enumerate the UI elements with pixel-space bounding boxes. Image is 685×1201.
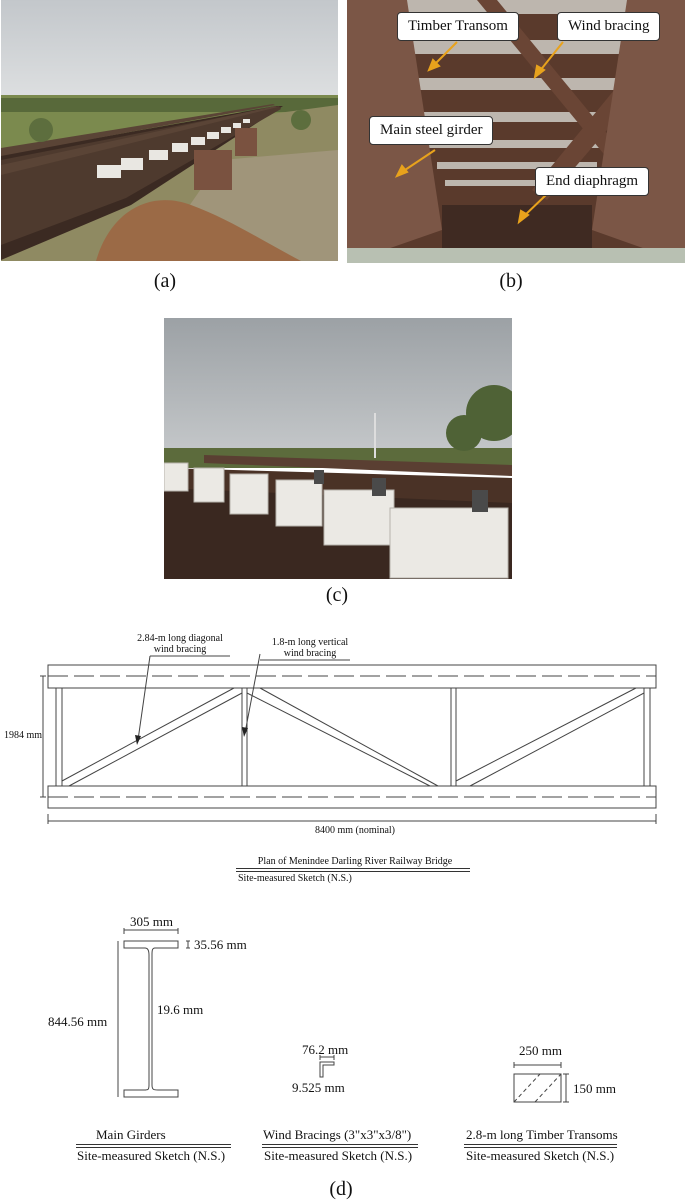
girder-title-underline bbox=[76, 1144, 231, 1148]
transom-width: 250 mm bbox=[519, 1043, 562, 1058]
transom-subtitle: Site-measured Sketch (N.S.) bbox=[466, 1148, 615, 1163]
callout-end-diaphragm: End diaphragm bbox=[535, 167, 650, 196]
transom-title-underline bbox=[464, 1144, 617, 1148]
girder-flange-thickness: 35.56 mm bbox=[194, 937, 247, 952]
transom-height: 150 mm bbox=[573, 1081, 616, 1096]
caption-d: (d) bbox=[329, 1178, 353, 1200]
callout-main-girder: Main steel girder bbox=[369, 116, 494, 145]
photo-b-underside: Timber Transom Wind bracing Main steel g… bbox=[347, 0, 685, 263]
girder-title: Main Girders bbox=[96, 1127, 166, 1142]
plan-subtitle: Site-measured Sketch (N.S.) bbox=[238, 873, 352, 884]
caption-a: (a) bbox=[153, 270, 177, 292]
girder-flange-width: 305 mm bbox=[130, 914, 173, 929]
bracing-subtitle: Site-measured Sketch (N.S.) bbox=[264, 1148, 413, 1163]
photo-c-deck-sleepers bbox=[164, 318, 512, 579]
bracing-leg: 76.2 mm bbox=[302, 1042, 349, 1057]
caption-c: (c) bbox=[325, 584, 349, 606]
dim-length: 8400 mm (nominal) bbox=[315, 825, 395, 836]
callout-timber-transom: Timber Transom bbox=[397, 12, 519, 41]
bracing-title-underline bbox=[262, 1144, 418, 1148]
bracing-title: Wind Bracings (3"x3"x3/8") bbox=[263, 1127, 412, 1142]
plan-title: Plan of Menindee Darling River Railway B… bbox=[257, 856, 453, 867]
girder-depth: 844.56 mm bbox=[48, 1014, 108, 1029]
bracing-thickness: 9.525 mm bbox=[292, 1080, 345, 1095]
caption-b: (b) bbox=[499, 270, 523, 292]
girder-web-thickness: 19.6 mm bbox=[157, 1002, 204, 1017]
transom-title: 2.8-m long Timber Transoms bbox=[466, 1127, 618, 1142]
girder-subtitle: Site-measured Sketch (N.S.) bbox=[77, 1148, 226, 1163]
dim-height: 1984 mm bbox=[4, 730, 43, 741]
photo-a-bridge-overview bbox=[1, 0, 338, 261]
plan-title-underline bbox=[236, 868, 470, 872]
callout-wind-bracing: Wind bracing bbox=[557, 12, 661, 41]
